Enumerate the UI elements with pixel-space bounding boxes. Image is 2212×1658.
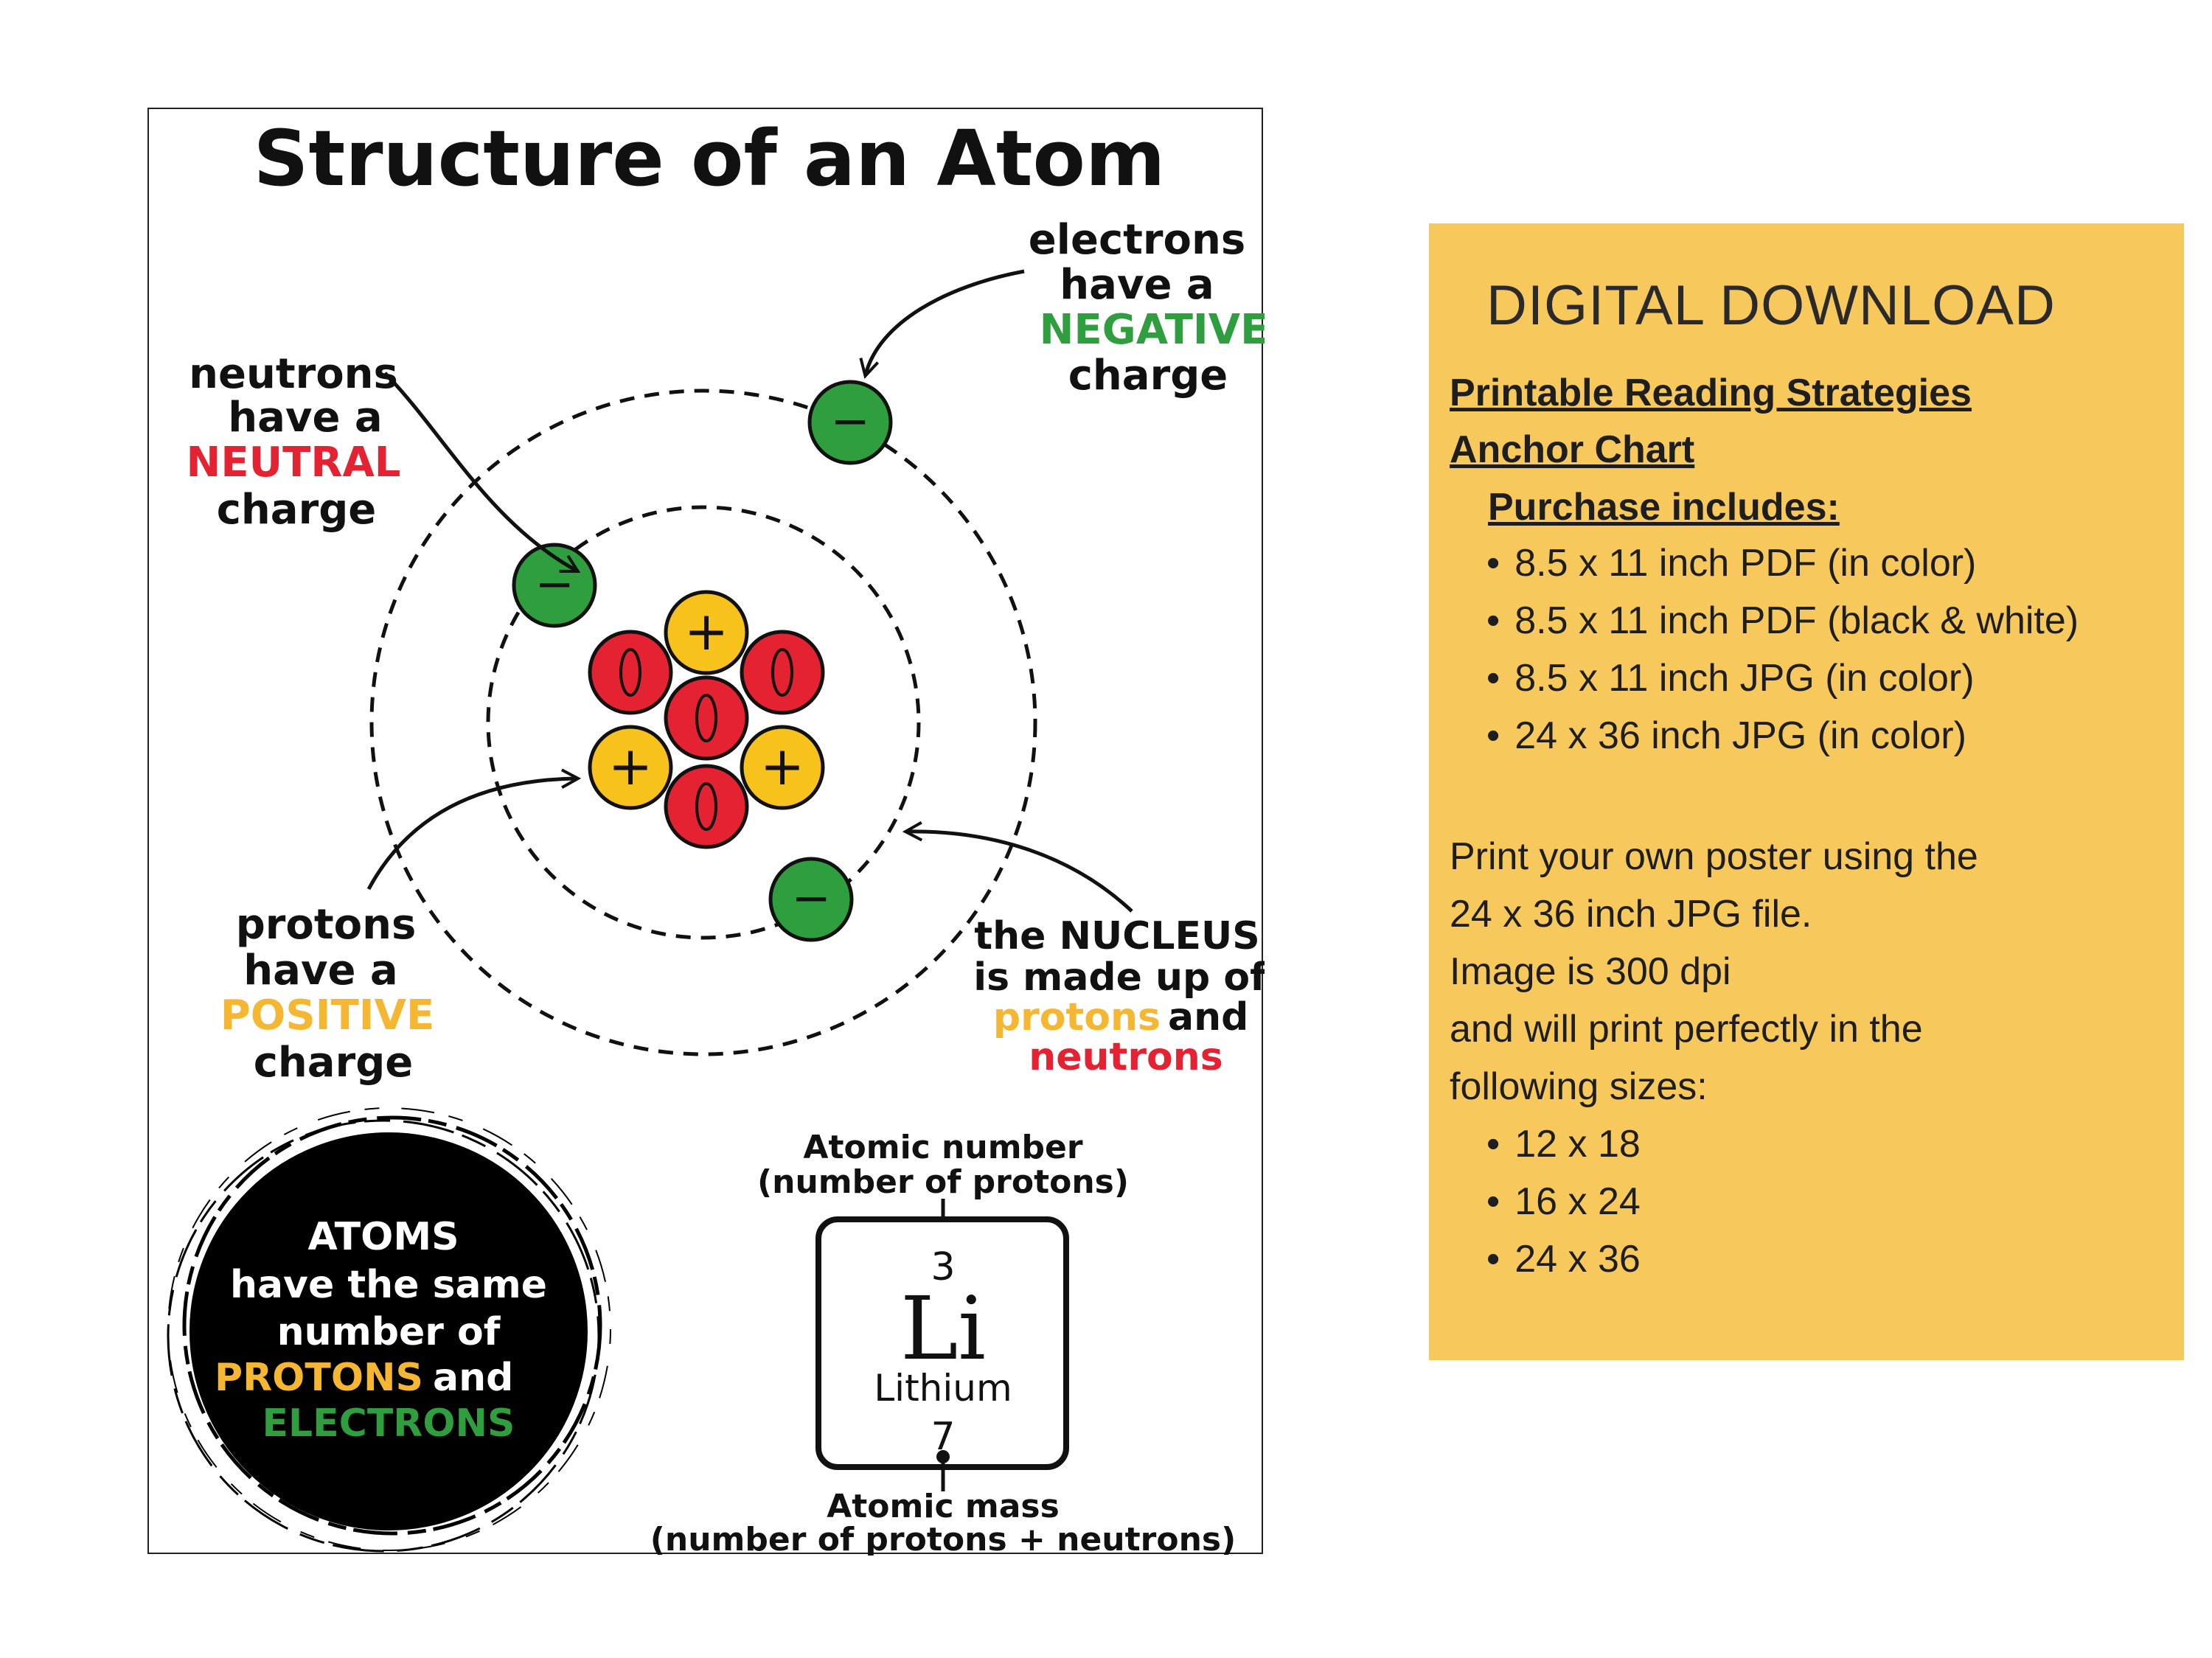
svg-text:POSITIVE: POSITIVE xyxy=(220,992,434,1039)
svg-text:neutrons: neutrons xyxy=(189,350,398,398)
includes-item: 24 x 36 inch JPG (in color) xyxy=(1486,707,2079,764)
includes-item: 8.5 x 11 inch JPG (in color) xyxy=(1486,649,2079,707)
poster-title: Structure of an Atom xyxy=(254,114,1166,203)
svg-text:have a: have a xyxy=(243,947,397,995)
neutrons-arrow xyxy=(383,372,581,573)
electrons-label: electrons have a NEGATIVE charge xyxy=(1029,216,1265,400)
product-title-line2: Anchor Chart xyxy=(1450,428,1695,471)
size-item: 16 x 24 xyxy=(1486,1173,1641,1230)
neutron-bottom xyxy=(664,764,749,849)
atomic-number-label: Atomic number xyxy=(803,1129,1082,1166)
atomic-mass-note: (number of protons + neutrons) xyxy=(650,1521,1236,1556)
includes-item: 8.5 x 11 inch PDF (black & white) xyxy=(1486,592,2079,649)
svg-text:−: − xyxy=(791,871,831,926)
svg-text:and: and xyxy=(433,1356,513,1400)
includes-item: 8.5 x 11 inch PDF (in color) xyxy=(1486,534,2079,592)
svg-text:have a: have a xyxy=(228,394,382,442)
electron-top: − xyxy=(807,380,893,465)
svg-text:charge: charge xyxy=(217,486,377,534)
element-tile: Atomic number (number of protons) 3 Li L… xyxy=(650,1129,1236,1556)
neutron-left xyxy=(588,630,673,715)
svg-text:charge: charge xyxy=(1068,352,1228,400)
product-title-line1: Printable Reading Strategies xyxy=(1450,372,1972,414)
svg-text:−: − xyxy=(830,394,870,449)
print-text-line: and will print perfectly in the xyxy=(1450,1008,1923,1051)
atomic-number-note: (number of protons) xyxy=(757,1163,1129,1201)
panel-heading: DIGITAL DOWNLOAD xyxy=(1486,274,2056,337)
atomic-number: 3 xyxy=(931,1245,955,1289)
element-name: Lithium xyxy=(874,1367,1012,1410)
nucleus: + + + xyxy=(588,590,825,849)
svg-text:is made up of: is made up of xyxy=(973,955,1265,1000)
svg-text:protons: protons xyxy=(236,901,417,949)
includes-list: 8.5 x 11 inch PDF (in color) 8.5 x 11 in… xyxy=(1486,534,2079,764)
svg-text:protons: protons xyxy=(993,995,1161,1039)
proton-left: + xyxy=(588,725,673,810)
atom-poster: Structure of an Atom − − − xyxy=(147,108,1265,1556)
print-instructions: Print your own poster using the 24 x 36 … xyxy=(1450,828,1978,1115)
size-item: 24 x 36 xyxy=(1486,1230,1641,1288)
svg-text:number of: number of xyxy=(277,1310,501,1354)
svg-text:have the same: have the same xyxy=(230,1263,547,1307)
outer-orbit xyxy=(369,389,1037,1056)
print-text-line: 24 x 36 inch JPG file. xyxy=(1450,893,1812,936)
protons-label: protons have a POSITIVE charge xyxy=(220,901,434,1087)
svg-text:ELECTRONS: ELECTRONS xyxy=(262,1401,515,1446)
proton-top: + xyxy=(664,590,749,675)
neutron-right xyxy=(740,630,825,715)
svg-text:+: + xyxy=(684,600,728,662)
svg-text:NEGATIVE: NEGATIVE xyxy=(1040,306,1265,354)
nucleus-label: the NUCLEUS is made up of protons and ne… xyxy=(973,914,1265,1079)
electrons-arrow xyxy=(859,269,1025,379)
svg-text:charge: charge xyxy=(254,1039,414,1087)
element-symbol: Li xyxy=(900,1278,986,1379)
svg-text:+: + xyxy=(760,735,804,797)
protons-arrow xyxy=(366,768,582,891)
svg-text:ATOMS: ATOMS xyxy=(307,1215,459,1259)
print-text-line: Print your own poster using the xyxy=(1450,835,1978,878)
print-text-line: following sizes: xyxy=(1450,1065,1708,1108)
svg-text:+: + xyxy=(608,735,653,797)
size-item: 12 x 18 xyxy=(1486,1115,1641,1173)
svg-text:NEUTRAL: NEUTRAL xyxy=(187,439,401,487)
neutrons-label: neutrons have a NEUTRAL charge xyxy=(187,350,401,534)
digital-download-panel: DIGITAL DOWNLOAD Printable Reading Strat… xyxy=(1429,223,2184,1360)
svg-text:electrons: electrons xyxy=(1029,216,1245,264)
atoms-badge: ATOMS have the same number of PROTONS an… xyxy=(167,1107,611,1553)
nucleus-arrow xyxy=(902,821,1133,913)
atom-diagram: Structure of an Atom − − − xyxy=(167,114,1265,1556)
sizes-list: 12 x 18 16 x 24 24 x 36 xyxy=(1486,1115,1641,1288)
svg-text:and: and xyxy=(1168,995,1248,1039)
svg-text:neutrons: neutrons xyxy=(1029,1035,1223,1079)
svg-text:have a: have a xyxy=(1060,261,1214,309)
print-text-line: Image is 300 dpi xyxy=(1450,950,1731,993)
neutron-center xyxy=(664,675,749,761)
atomic-mass-label: Atomic mass xyxy=(827,1488,1060,1525)
inner-orbit xyxy=(486,505,921,940)
svg-text:PROTONS: PROTONS xyxy=(215,1356,423,1400)
proton-right: + xyxy=(740,725,825,810)
includes-label: Purchase includes: xyxy=(1488,486,1840,529)
electron-bottom: − xyxy=(768,857,854,942)
svg-text:the NUCLEUS: the NUCLEUS xyxy=(974,914,1260,958)
